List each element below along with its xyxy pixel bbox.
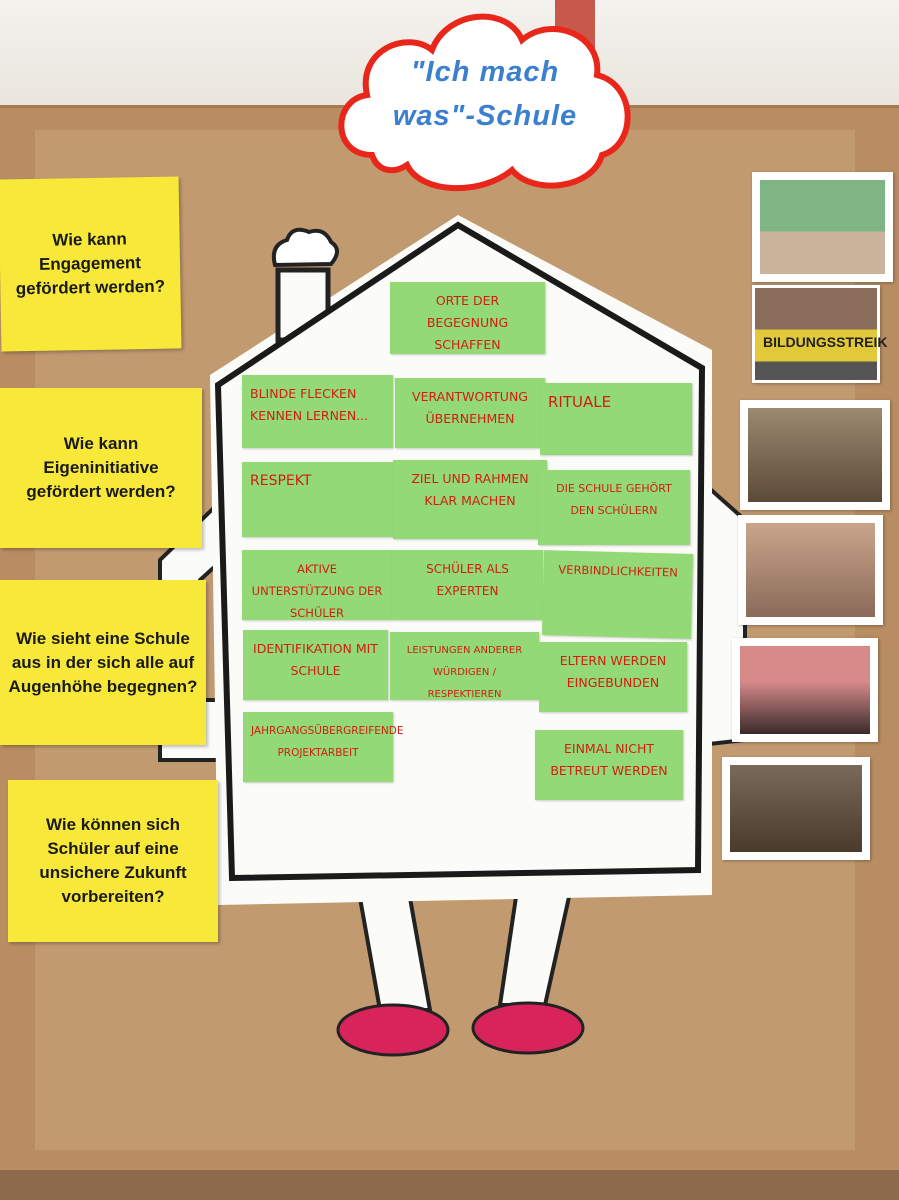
- note-5: Respekt: [242, 462, 395, 537]
- photo-group-room: [752, 172, 893, 282]
- title-cloud: [338, 13, 631, 192]
- question-card-1: Wie kann Engagement gefördert werden?: [0, 176, 182, 352]
- left-shoe: [336, 1003, 450, 1057]
- smoke: [271, 227, 339, 268]
- note-6: Ziel und Rahmen klar machen: [393, 460, 547, 539]
- note-7: Die Schule gehört den Schülern: [538, 470, 690, 545]
- photo-outdoor-work: [740, 400, 890, 510]
- banner-text: BILDUNGSSTREIK: [763, 334, 888, 350]
- note-12: Leistungen anderer würdigen / respektier…: [390, 632, 539, 700]
- question-card-2: Wie kann Eigeninitiative gefördert werde…: [0, 388, 202, 548]
- note-11: Identifikation mit Schule: [243, 630, 388, 700]
- question-card-3: Wie sieht eine Schule aus in der sich al…: [0, 580, 206, 745]
- note-13: Eltern werden eingebunden: [539, 642, 687, 712]
- question-card-4: Wie können sich Schüler auf eine unsiche…: [8, 780, 218, 942]
- note-3: Verantwortung übernehmen: [395, 378, 545, 448]
- title-cloud-text: "Ich mach was"-Schule: [355, 50, 615, 138]
- note-4: Rituale: [540, 383, 692, 455]
- floor: [0, 1170, 899, 1200]
- photo-protest-banner: BILDUNGSSTREIK: [752, 285, 887, 383]
- note-1: Orte der Begegnung schaffen: [390, 282, 545, 354]
- title-line-2: was"-Schule: [392, 100, 578, 132]
- note-15: Einmal nicht betreut werden: [535, 730, 683, 800]
- note-2: Blinde Flecken kennen lernen...: [242, 375, 393, 448]
- right-shoe: [471, 1001, 585, 1055]
- photo-concert: [732, 638, 878, 742]
- photo-classroom: [722, 757, 870, 860]
- note-10: Verbindlichkeiten: [541, 550, 694, 639]
- photo-students-table: [738, 515, 883, 625]
- title-line-1: "Ich mach: [410, 56, 560, 88]
- note-8: Aktive Unterstützung der Schüler: [242, 550, 392, 620]
- note-9: Schüler als Experten: [392, 550, 543, 620]
- note-14: Jahrgangsübergreifende Projektarbeit: [243, 712, 404, 782]
